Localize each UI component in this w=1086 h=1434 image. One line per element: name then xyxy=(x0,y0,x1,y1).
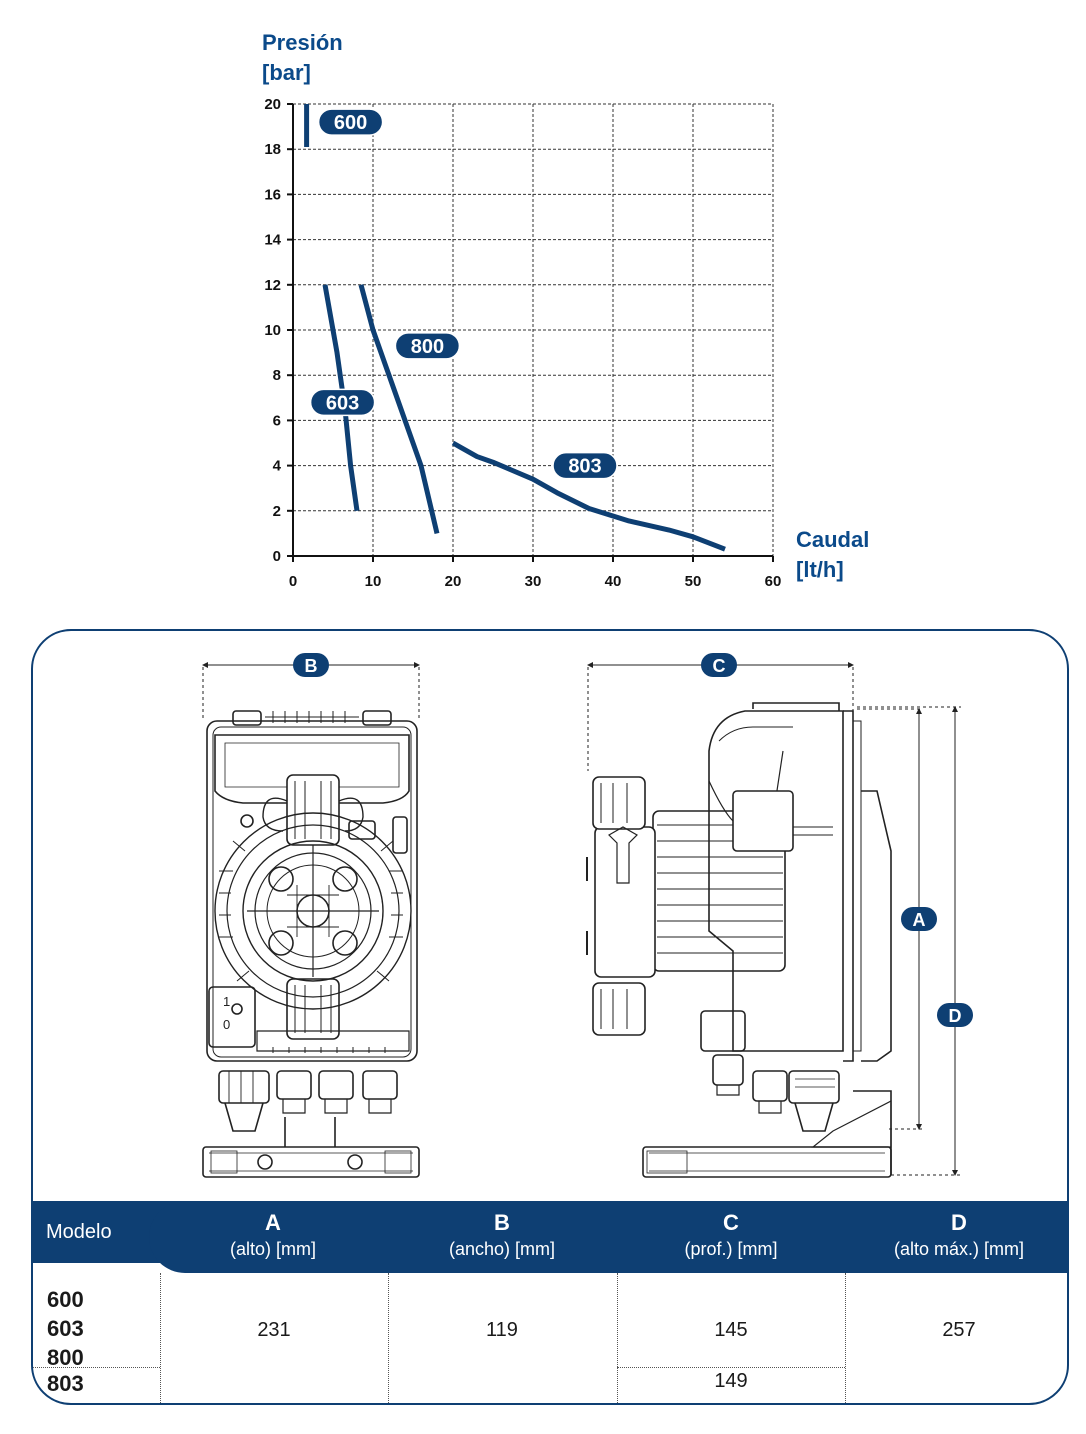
header-a-sub: (alto) [mm] xyxy=(229,1239,316,1259)
value-c-803: 149 xyxy=(714,1370,748,1392)
series-label-pill-600 xyxy=(317,108,384,136)
x-axis-title: Caudal [lt/h] xyxy=(796,525,869,585)
column-divider xyxy=(160,1273,161,1403)
series-label-803: 803 xyxy=(568,456,601,478)
x-tick-label: 20 xyxy=(445,573,462,590)
model-600: 600 xyxy=(47,1287,84,1312)
model-800: 800 xyxy=(47,1345,84,1370)
x-tick-label: 60 xyxy=(765,573,782,590)
front-marking-off: 0 xyxy=(223,1017,230,1032)
header-c-letter: C xyxy=(723,1210,739,1235)
dimension-d-pill: D xyxy=(937,1003,973,1027)
y-tick-label: 0 xyxy=(273,548,281,565)
y-tick-label: 16 xyxy=(264,186,281,203)
dimension-b-pill: B xyxy=(293,653,329,677)
header-a-letter: A xyxy=(265,1210,281,1235)
header-d: D (alto máx.) [mm] xyxy=(845,1209,1067,1261)
table-header-bar xyxy=(149,1201,1067,1273)
y-tick-label: 10 xyxy=(264,322,281,339)
model-603: 603 xyxy=(47,1316,84,1341)
header-b-sub: (ancho) [mm] xyxy=(448,1239,556,1259)
x-tick-label: 0 xyxy=(289,573,297,590)
series-label-600: 600 xyxy=(334,112,367,134)
y-tick-label: 2 xyxy=(273,503,281,520)
header-b: B (ancho) [mm] xyxy=(388,1209,616,1261)
column-divider xyxy=(845,1273,846,1403)
series-label-pill-603 xyxy=(309,388,376,417)
header-b-letter: B xyxy=(494,1210,510,1235)
header-d-letter: D xyxy=(951,1210,967,1235)
dimension-b-label: B xyxy=(305,656,318,676)
y-axis-title: Presión [bar] xyxy=(262,28,343,88)
value-c: 145 xyxy=(714,1319,748,1341)
dimension-c-pill: C xyxy=(701,653,737,677)
dimension-a-pill: A xyxy=(901,907,937,931)
y-axis-title-line2: [bar] xyxy=(262,60,311,85)
x-tick-label: 40 xyxy=(605,573,622,590)
row-divider xyxy=(617,1367,845,1368)
front-marking-on: 1 xyxy=(223,994,230,1009)
y-tick-label: 20 xyxy=(264,96,281,113)
value-b: 119 xyxy=(486,1319,518,1341)
y-tick-label: 8 xyxy=(273,367,281,384)
dimension-c-label: C xyxy=(713,656,726,676)
series-label-603: 603 xyxy=(326,392,359,414)
x-axis-title-line1: Caudal xyxy=(796,527,870,552)
x-tick-label: 30 xyxy=(525,573,542,590)
y-tick-label: 18 xyxy=(264,141,281,158)
column-divider xyxy=(617,1273,618,1403)
header-a: A (alto) [mm] xyxy=(159,1209,387,1261)
row-divider xyxy=(33,1367,160,1368)
dimension-a-label: A xyxy=(913,910,926,930)
y-tick-label: 6 xyxy=(273,412,281,429)
dimensions-panel: 1 0 xyxy=(31,629,1069,1405)
x-axis-title-line2: [lt/h] xyxy=(796,557,844,582)
y-axis-title-line1: Presión xyxy=(262,30,343,55)
series-label-pill-803 xyxy=(552,451,618,480)
column-divider xyxy=(388,1273,389,1403)
y-tick-label: 14 xyxy=(264,232,281,249)
model-803: 803 xyxy=(47,1371,84,1396)
dimension-d-label: D xyxy=(949,1006,962,1026)
y-tick-label: 12 xyxy=(264,277,281,294)
pump-drawings: 1 0 xyxy=(202,653,973,1178)
header-c: C (prof.) [mm] xyxy=(617,1209,845,1261)
x-tick-label: 10 xyxy=(365,573,382,590)
series-line-800 xyxy=(358,284,440,534)
front-view-drawing xyxy=(202,662,420,1178)
header-d-sub: (alto máx.) [mm] xyxy=(893,1239,1024,1259)
series-label-pill-800 xyxy=(394,332,461,360)
value-d: 257 xyxy=(942,1319,976,1341)
dimensions-table: Modelo A (alto) [mm] B (ancho) [mm] C (p… xyxy=(33,1201,1067,1403)
y-tick-label: 4 xyxy=(273,458,282,475)
value-a: 231 xyxy=(257,1319,291,1341)
x-tick-label: 50 xyxy=(685,573,702,590)
model-group: 600 603 800 xyxy=(47,1285,84,1372)
side-view-drawing xyxy=(586,662,961,1178)
chart-plot: 0 2 4 6 8 10 12 14 16 18 20 0 10 20 30 40 50 60 600 603 800 8… xyxy=(264,96,782,590)
chart: Presión [bar] Caudal [lt/h] 0 2 4 6 8 10 12 14 1… xyxy=(0,0,1086,600)
series-label-800: 800 xyxy=(411,336,444,358)
header-c-sub: (prof.) [mm] xyxy=(684,1239,778,1259)
series-line-803 xyxy=(451,440,726,552)
